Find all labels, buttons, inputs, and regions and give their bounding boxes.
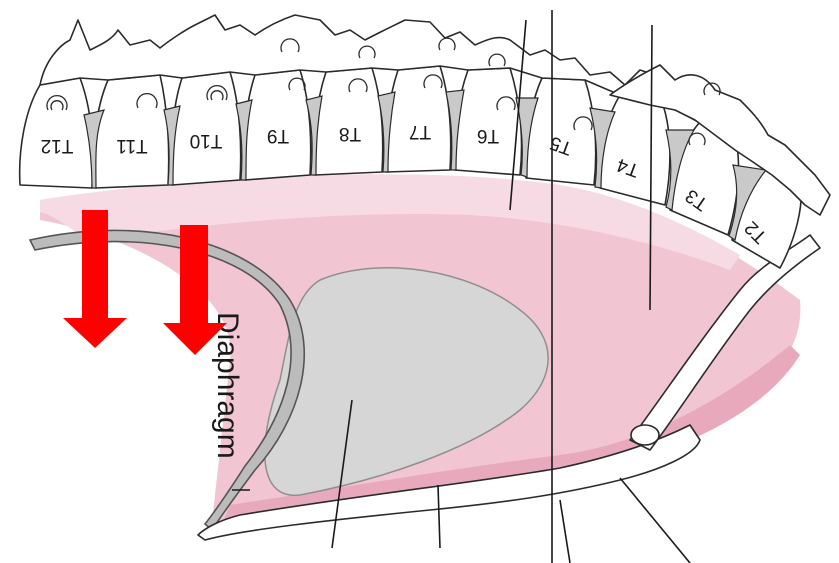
vertebra-body-t6 [454,68,521,175]
leader-line-vertical-lower [560,500,570,563]
label-t9: T9 [267,125,289,146]
vertebra-body-t12 [20,78,93,188]
label-t12: T12 [41,135,74,156]
label-t6: T6 [477,125,499,146]
label-t7: T7 [409,121,431,142]
vertebra-body-t10 [171,72,240,185]
leader-line-sternum [620,478,690,563]
vertebra-body-t8 [314,68,383,175]
label-t8: T8 [339,123,361,144]
label-t10: T10 [190,130,223,151]
vertebra-body-t7 [386,66,451,172]
vertebra-body-t11 [94,75,169,188]
vertebra-body-t9 [244,70,311,180]
vertebra-body-t5 [526,78,596,185]
rib-joint [631,425,659,445]
label-t11: T11 [116,135,147,156]
